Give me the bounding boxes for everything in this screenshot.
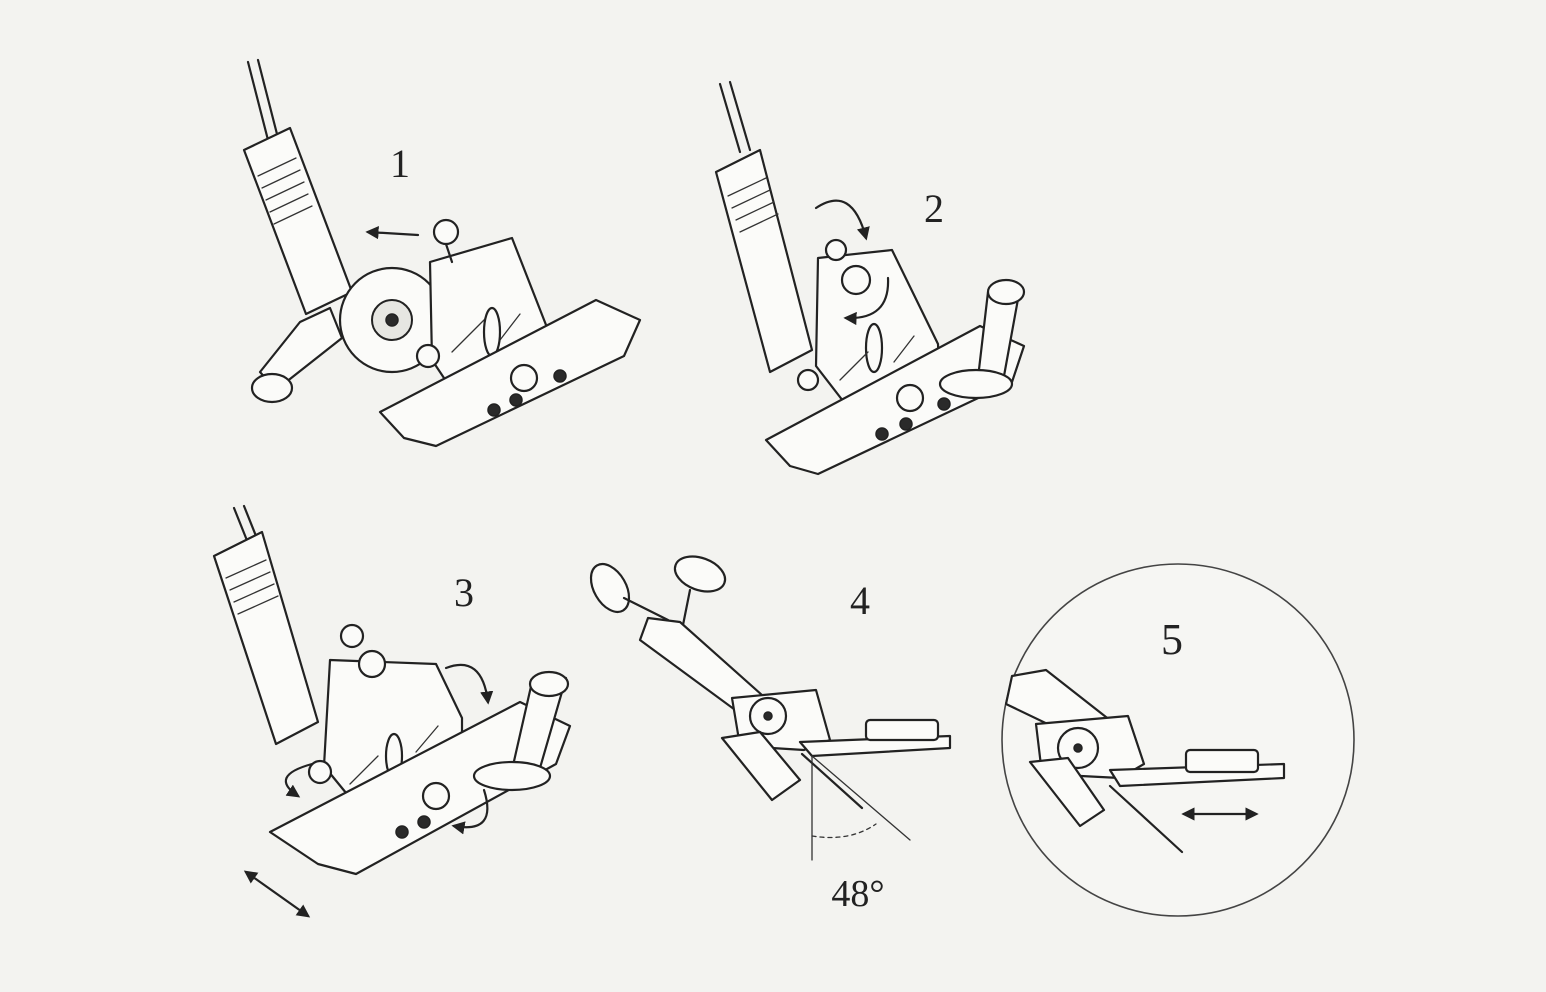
- angle-arc: [811, 823, 877, 839]
- step-1-illustration: [242, 58, 642, 448]
- step-5-illustration: [1001, 563, 1355, 917]
- power-cord: [246, 58, 280, 142]
- angle-slot: [482, 306, 502, 358]
- lock-knob: [307, 759, 333, 785]
- base-knob: [421, 781, 451, 811]
- base-knob: [895, 383, 925, 413]
- base-bolt: [937, 397, 951, 411]
- rotate-arrow: [451, 788, 489, 835]
- grinder-vents: [257, 157, 313, 225]
- angle-slot: [864, 322, 884, 374]
- plate-slots: [839, 335, 915, 381]
- clamp-knob: [357, 649, 387, 679]
- base-bolt: [509, 393, 523, 407]
- base-plate: [268, 700, 572, 876]
- grinder-vents: [727, 177, 779, 233]
- tilted-blade: [800, 752, 864, 810]
- step-2-illustration: [714, 80, 1026, 476]
- blade-nut: [385, 313, 399, 327]
- plate-slots: [451, 313, 521, 353]
- angle-grinder-body: [714, 148, 814, 374]
- grinder-vents: [225, 559, 279, 615]
- base-bolt: [553, 369, 567, 383]
- bevel-knob: [589, 563, 631, 613]
- base-bolt: [899, 417, 913, 431]
- step-1-number: 1: [390, 141, 410, 186]
- blade-guard: [720, 730, 802, 802]
- handle-end: [250, 372, 294, 404]
- base-knob: [1184, 748, 1260, 774]
- side-handle: [258, 306, 344, 392]
- plate-slots: [349, 725, 439, 785]
- rotate-arrow: [814, 199, 870, 241]
- base-bolt: [487, 403, 501, 417]
- slide-double-arrow: [243, 870, 311, 918]
- base-bolt: [395, 825, 409, 839]
- knob-screws: [622, 588, 692, 632]
- rotate-arrow: [444, 663, 494, 705]
- angle-label: 48°: [831, 873, 884, 915]
- knob-stem: [444, 242, 454, 264]
- blade-guard: [1028, 756, 1106, 828]
- handle-flange: [472, 760, 552, 792]
- base-knob: [509, 363, 539, 393]
- lock-knob: [796, 368, 820, 392]
- adjust-knob: [432, 218, 460, 246]
- step-4-number: 4: [850, 578, 870, 623]
- handle-flange: [938, 368, 1014, 400]
- power-cord: [718, 80, 752, 154]
- step-5-number: 5: [1161, 615, 1183, 664]
- tilted-blade: [1108, 784, 1184, 854]
- knob-center: [1073, 743, 1083, 753]
- slide-left-arrow: [365, 226, 420, 240]
- angle-grinder-body: [242, 126, 354, 316]
- step-2-number: 2: [924, 186, 944, 231]
- angle-reference-lines: [811, 755, 911, 861]
- base-plate: [378, 298, 642, 448]
- adjust-knob: [824, 238, 848, 262]
- base-bolt: [417, 815, 431, 829]
- lock-knob: [415, 343, 441, 369]
- handle-top: [528, 670, 570, 698]
- angle-grinder-body: [212, 530, 320, 746]
- top-knob: [673, 555, 727, 593]
- knob-center: [763, 711, 773, 721]
- step-3-number: 3: [454, 570, 474, 615]
- handle-top: [986, 278, 1026, 306]
- base-bolt: [875, 427, 889, 441]
- rotate-arrow: [284, 762, 314, 798]
- rotate-arrow: [843, 276, 890, 326]
- clamp-knob: [840, 264, 872, 296]
- adjust-knob: [339, 623, 365, 649]
- base-knob: [864, 718, 940, 742]
- step-4-illustration: [589, 555, 952, 861]
- step-3-illustration: [212, 504, 572, 918]
- detail-circle: [1001, 563, 1355, 917]
